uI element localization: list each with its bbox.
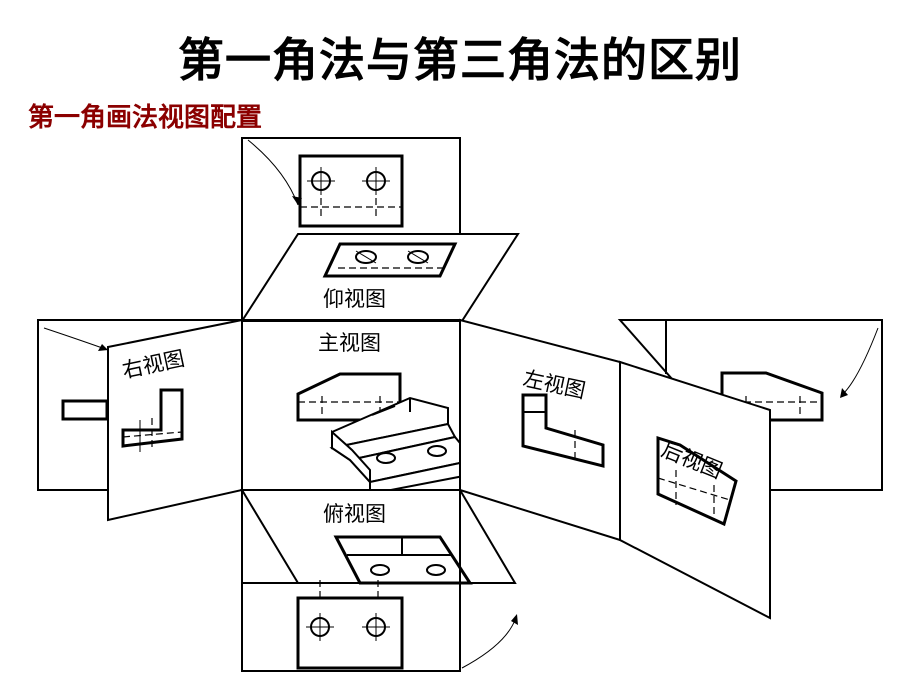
right-view-flap: 右视图 — [107, 318, 243, 522]
top-panel — [241, 137, 461, 322]
rear-view-flap: 后视图 — [619, 360, 771, 620]
bottom-view-flap: 仰视图 — [240, 233, 520, 322]
slide-title: 第一角法与第三角法的区别 — [178, 33, 742, 87]
label-bottom-view: 仰视图 — [323, 287, 386, 311]
fold-arrow-right — [841, 327, 879, 396]
3d-object — [329, 396, 476, 496]
left-view-flap: 左视图 — [459, 318, 621, 542]
fold-arrow-top — [247, 139, 299, 206]
bottom-panel — [241, 490, 518, 672]
slide-subtitle: 第一角画法视图配置 — [28, 103, 263, 133]
fold-arrow-left — [43, 327, 109, 351]
fold-arrow-bottom — [461, 619, 516, 669]
label-top-view: 俯视图 — [323, 502, 386, 526]
top-view-flap: 俯视图 — [240, 489, 517, 585]
label-front-view: 主视图 — [318, 331, 381, 355]
